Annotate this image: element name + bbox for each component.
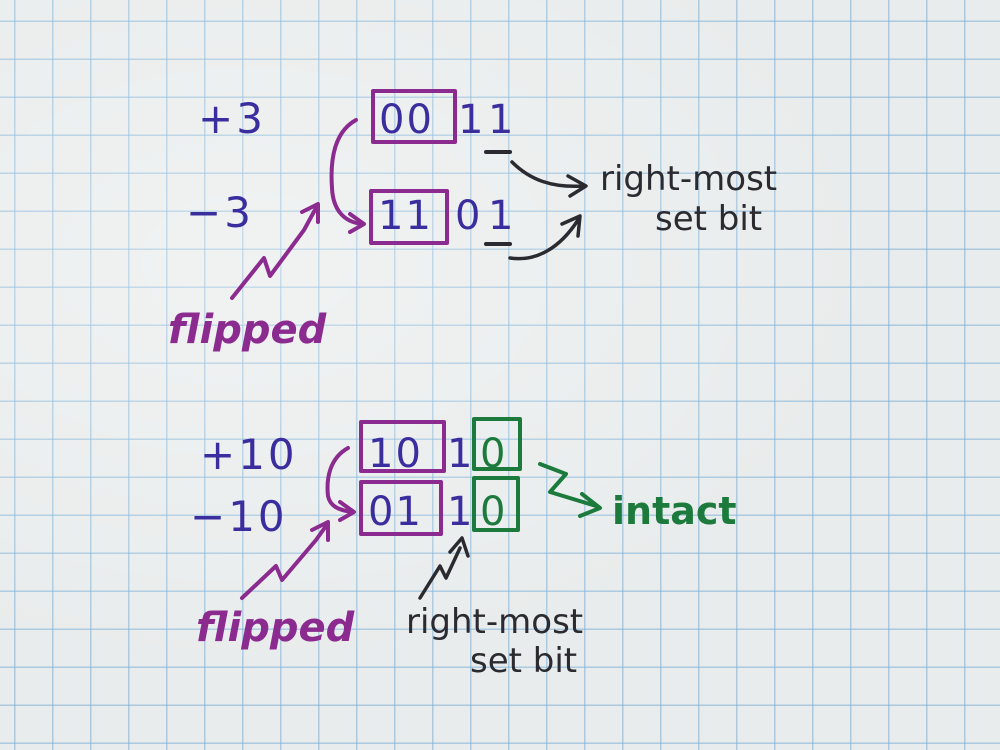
- intact-label: intact: [612, 489, 737, 533]
- top-annotation-right-most: right-most: [600, 159, 778, 199]
- top-flipped-label: flipped: [168, 307, 327, 353]
- bottom-intact-arrow: [538, 462, 598, 508]
- minus-three-last-bit: 1: [488, 193, 516, 239]
- top-upper-annotation-arrowhead: [566, 174, 588, 198]
- top-lower-annotation-arrowhead: [560, 214, 582, 238]
- bottom-flip-curve-arrow: [325, 446, 354, 514]
- bottom-flipped-zigzag-head: [310, 520, 330, 542]
- top-lower-annotation-arrow: [508, 218, 580, 261]
- plus-ten-label: +10: [200, 430, 298, 479]
- plus-three-last-bit: 1: [488, 97, 516, 143]
- minus-three-label: −3: [186, 188, 254, 237]
- plus-three-third-bit: 1: [458, 97, 486, 143]
- minus-ten-third-bit: 1: [447, 489, 475, 535]
- top-flip-curve-arrow: [329, 118, 364, 226]
- plus-ten-green-bit: 0: [480, 431, 508, 477]
- plus-three-boxed-bits: 00: [379, 97, 434, 143]
- bottom-flip-arrowhead: [338, 500, 356, 522]
- minus-ten-boxed-bits: 01: [368, 489, 423, 535]
- bottom-set-bit-pointer-arrow: [418, 546, 462, 600]
- plus-ten-boxed-bits: 10: [368, 431, 423, 477]
- top-flipped-zigzag-head: [300, 202, 320, 224]
- top-flip-arrowhead: [348, 212, 366, 234]
- bottom-flipped-label: flipped: [196, 605, 355, 651]
- bottom-annotation-set-bit: set bit: [470, 641, 578, 681]
- plus-ten-third-bit: 1: [447, 431, 475, 477]
- plus-three-label: +3: [198, 94, 266, 143]
- bottom-annotation-right-most: right-most: [406, 602, 584, 642]
- minus-three-third-bit: 0: [455, 193, 483, 239]
- minus-three-boxed-bits: 11: [378, 193, 433, 239]
- bottom-set-bit-pointer-head: [448, 536, 470, 558]
- top-upper-annotation-arrow: [510, 160, 586, 189]
- bottom-intact-arrowhead: [578, 492, 602, 518]
- top-annotation-set-bit: set bit: [655, 199, 763, 239]
- minus-ten-green-bit: 0: [480, 489, 508, 535]
- minus-ten-label: −10: [190, 492, 288, 541]
